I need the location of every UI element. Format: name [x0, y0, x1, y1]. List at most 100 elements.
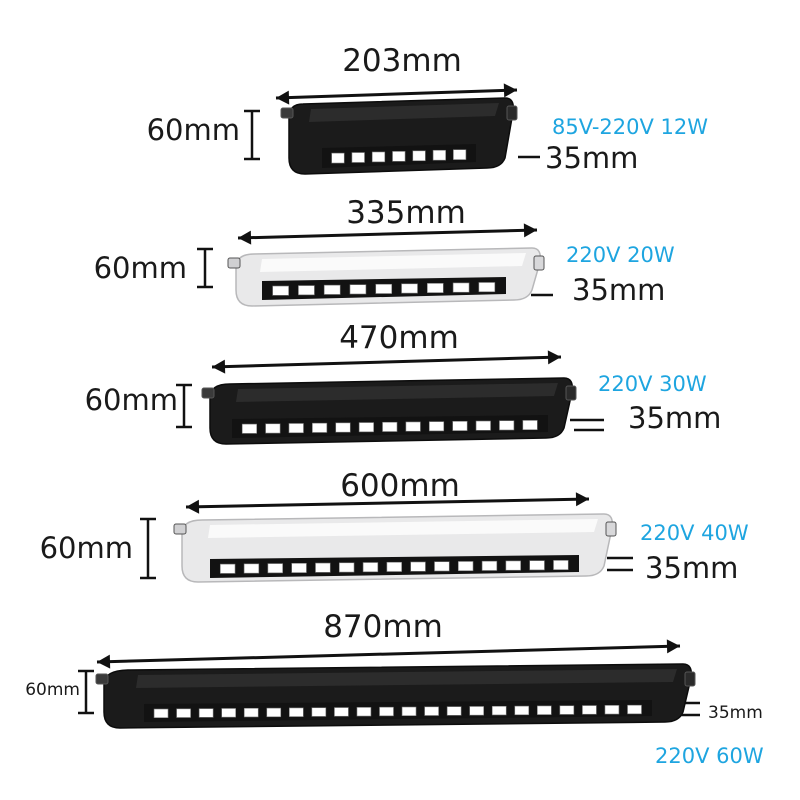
product-2-led-cell: [375, 283, 393, 294]
product-4-led-cell: [457, 561, 474, 572]
product-2-track-adapter: [227, 257, 241, 269]
product-1-spec-label: 85V-220V 12W: [552, 115, 708, 139]
product-1-track-adapter: [280, 107, 294, 119]
product-2-led-cell: [272, 285, 289, 296]
product-3-led-cell: [358, 422, 374, 433]
product-2: 335mm 60mm 35mm 220V 20W: [94, 195, 675, 307]
product-1: 203mm 60mm 35mm 85V-220V 12W: [147, 43, 709, 175]
product-4: 600mm 60mm 35mm 220V 40W: [40, 468, 749, 585]
product-2-spec-label: 220V 20W: [566, 243, 675, 267]
product-3-end-cap: [565, 385, 577, 401]
product-1-length-arrow-line: [275, 88, 518, 100]
product-3-led-cell: [428, 421, 445, 432]
product-3-led-cell: [312, 422, 328, 433]
product-5-depth-label: 35mm: [708, 703, 763, 723]
product-4-led-cell: [219, 563, 236, 574]
track-light-5-figure: [78, 639, 700, 729]
product-5-arrowhead-right-icon: [666, 639, 680, 654]
product-5-led-cell: [356, 707, 372, 717]
product-4-track-adapter: [173, 523, 187, 535]
product-2-led-cell: [427, 283, 444, 293]
product-4-led-cell: [481, 560, 498, 571]
product-3-led-cell: [499, 420, 515, 431]
product-4-led-cell: [362, 562, 379, 573]
product-5-led-cell: [491, 705, 507, 716]
product-4-height-label: 60mm: [40, 531, 133, 565]
product-1-led-cell: [392, 151, 406, 162]
product-1-height-label: 60mm: [147, 113, 240, 147]
product-3-height-label: 60mm: [85, 383, 178, 417]
product-4-led-cell: [315, 562, 331, 573]
product-3-depth-label: 35mm: [628, 401, 721, 435]
product-5-led-cell: [469, 706, 484, 716]
track-light-3-figure: [176, 350, 604, 445]
product-3-length-label: 470mm: [339, 320, 459, 356]
product-3-spec-label: 220V 30W: [598, 372, 707, 396]
product-4-led-cell: [267, 563, 283, 574]
product-2-led-cell: [478, 282, 496, 293]
product-1-body-highlight: [309, 103, 499, 122]
product-2-arrowhead-right-icon: [523, 223, 537, 238]
product-3-arrowhead-left-icon: [212, 359, 226, 374]
product-5-led-cell: [334, 707, 349, 717]
product-4-led-cell: [505, 560, 521, 571]
product-2-led-cell: [401, 283, 418, 294]
product-1-depth-label: 35mm: [545, 141, 638, 175]
product-1-led-cell: [371, 151, 386, 163]
product-4-led-cell: [434, 561, 450, 572]
product-3-led-cell: [405, 421, 421, 432]
product-1-arrowhead-right-icon: [503, 83, 517, 98]
product-3: 470mm 60mm 35mm 220V 30W: [85, 320, 721, 445]
track-light-1-figure: [244, 83, 540, 175]
product-1-led-cell: [331, 152, 345, 164]
product-2-body-highlight: [260, 253, 526, 272]
track-light-2-figure: [197, 223, 553, 307]
product-4-body-highlight: [208, 519, 598, 538]
product-5-length-label: 870mm: [323, 609, 443, 645]
product-1-arrowhead-left-icon: [276, 90, 290, 105]
product-4-led-cell: [553, 560, 569, 570]
product-4-led-cell: [291, 563, 307, 573]
product-5-led-cell: [446, 706, 462, 716]
product-4-arrowhead-right-icon: [575, 492, 589, 507]
product-2-arrowhead-left-icon: [238, 230, 252, 245]
product-5-length-arrow-line: [96, 644, 681, 664]
product-2-led-cell: [323, 284, 341, 295]
product-5-led-cell: [401, 706, 417, 716]
product-4-led-cell: [338, 562, 355, 573]
product-5-led-cell: [176, 708, 191, 718]
product-3-led-cell: [522, 420, 538, 431]
product-3-led-cell: [382, 421, 398, 432]
product-4-length-label: 600mm: [340, 468, 460, 504]
product-5-led-cell: [289, 707, 304, 717]
product-5-led-cell: [582, 705, 597, 715]
product-4-arrowhead-left-icon: [186, 499, 200, 514]
product-3-led-cell: [335, 422, 351, 433]
product-3-length-arrow-line: [211, 355, 562, 369]
product-3-led-cell: [241, 423, 258, 434]
product-2-end-cap: [533, 255, 545, 271]
product-5-led-cell: [243, 707, 259, 718]
product-3-led-cell: [288, 423, 304, 434]
product-3-arrowhead-right-icon: [547, 350, 561, 365]
product-2-led-cell: [452, 282, 470, 293]
product-5-spec-label: 220V 60W: [655, 744, 764, 768]
product-2-led-cell: [349, 284, 367, 295]
product-4-led-cell: [243, 563, 260, 574]
product-5-led-cell: [537, 705, 552, 715]
product-5-led-cell: [198, 708, 214, 718]
product-1-led-cell: [453, 149, 467, 160]
product-2-height-label: 60mm: [94, 251, 187, 285]
product-5-end-cap: [684, 671, 696, 687]
product-5-arrowhead-left-icon: [97, 654, 111, 669]
product-4-spec-label: 220V 40W: [640, 521, 749, 545]
product-4-length-arrow-line: [185, 497, 590, 509]
product-5-height-label: 60mm: [25, 680, 80, 700]
product-5-led-cell: [379, 706, 394, 717]
product-5-body-highlight: [136, 669, 677, 688]
product-4-end-cap: [605, 521, 617, 537]
product-1-led-cell: [351, 152, 365, 163]
product-4-depth-label: 35mm: [645, 551, 738, 585]
product-5-led-cell: [559, 705, 575, 715]
